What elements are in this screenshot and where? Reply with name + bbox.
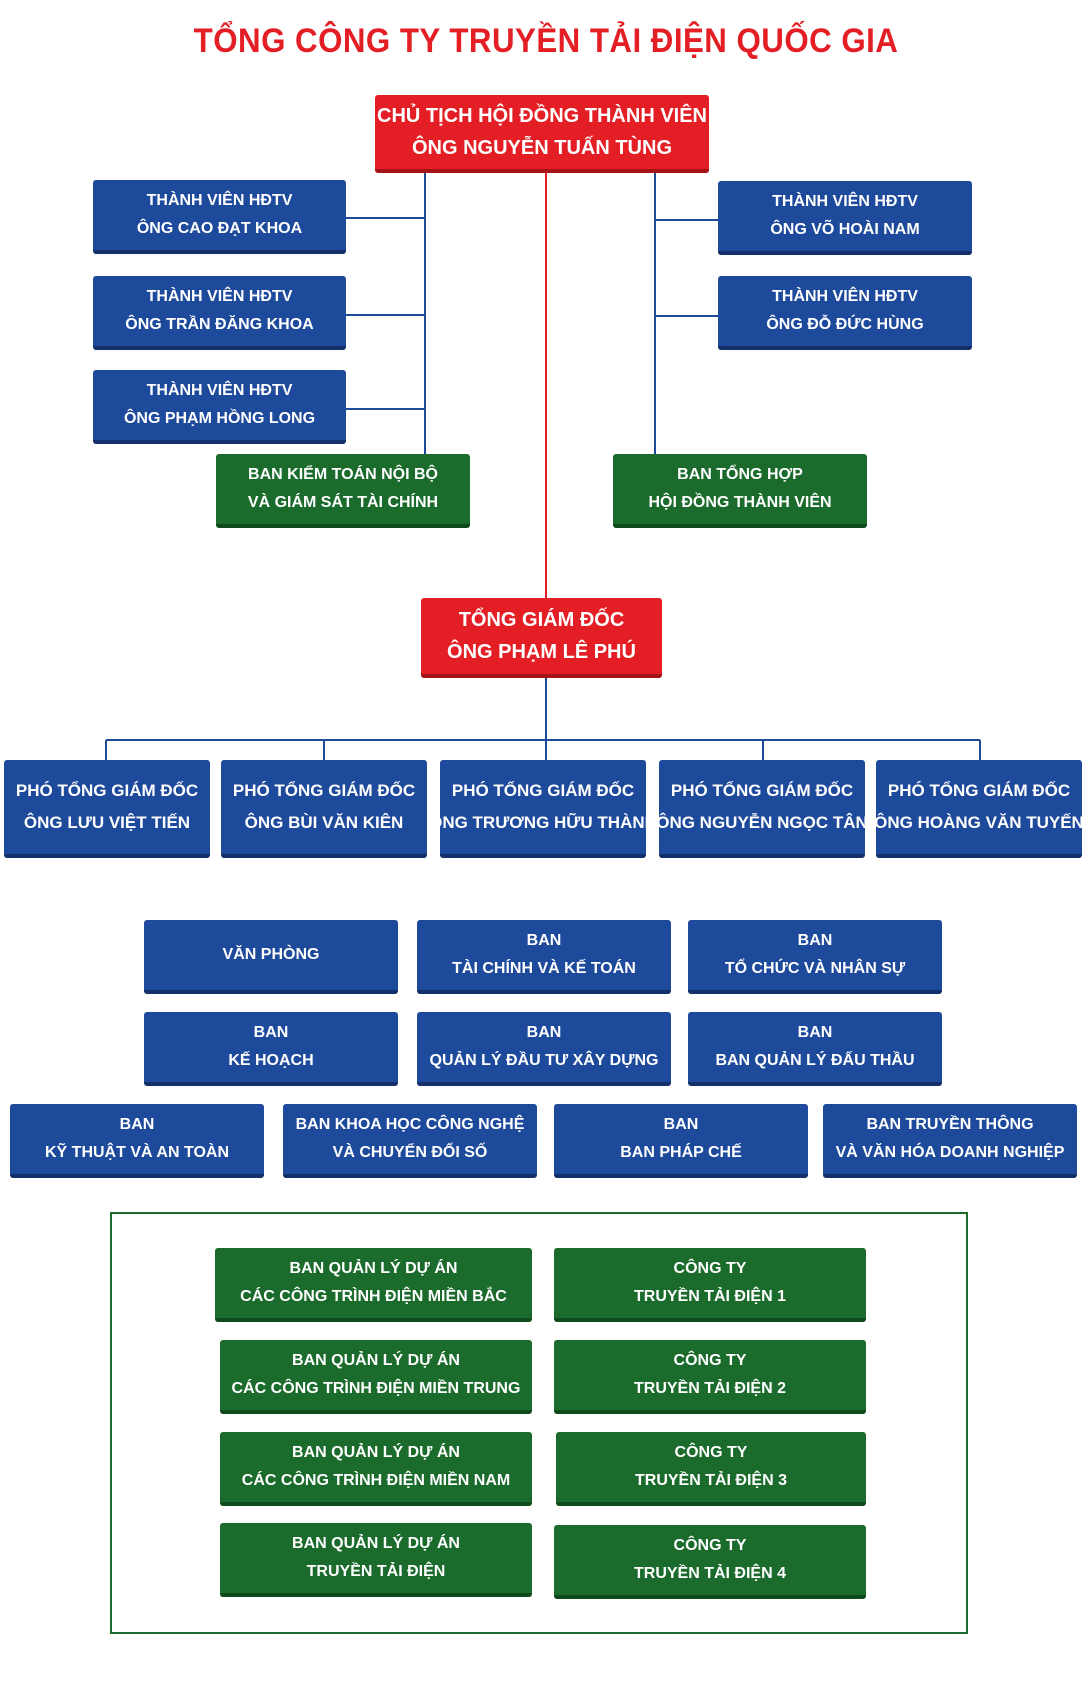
project-unit-box: BAN QUẢN LÝ DỰ ÁN TRUYỀN TẢI ĐIỆN — [220, 1523, 532, 1597]
chart-title: TỔNG CÔNG TY TRUYỀN TẢI ĐIỆN QUỐC GIA — [193, 22, 899, 60]
deputy-box: PHÓ TỔNG GIÁM ĐỐC ÔNG HOÀNG VĂN TUYẾN — [874, 760, 1084, 858]
deputy-name: ÔNG HOÀNG VĂN TUYẾN — [874, 813, 1084, 832]
audit-line1: BAN KIỂM TOÁN NỘI BỘ — [248, 466, 438, 483]
project-unit-box: BAN QUẢN LÝ DỰ ÁN CÁC CÔNG TRÌNH ĐIỆN MI… — [220, 1340, 532, 1414]
board-member-box: THÀNH VIÊN HĐTV ÔNG TRẦN ĐĂNG KHOA — [93, 276, 346, 350]
unit-line1: CÔNG TY — [673, 1537, 747, 1554]
board-member-title: THÀNH VIÊN HĐTV — [772, 193, 918, 210]
board-member-title: THÀNH VIÊN HĐTV — [146, 288, 293, 305]
department-line2: BAN QUẢN LÝ ĐẤU THẦU — [715, 1052, 915, 1069]
deputy-title: PHÓ TỔNG GIÁM ĐỐC — [451, 781, 635, 800]
department-box: BAN TỔ CHỨC VÀ NHÂN SỰ — [688, 920, 942, 994]
project-unit-box: BAN QUẢN LÝ DỰ ÁN CÁC CÔNG TRÌNH ĐIỆN MI… — [220, 1432, 532, 1506]
deputy-name: ÔNG NGUYỄN NGỌC TÂN — [656, 813, 868, 832]
department-box: BAN BAN PHÁP CHẾ — [554, 1104, 808, 1178]
chairman-name: ÔNG NGUYỄN TUẤN TÙNG — [412, 137, 672, 159]
department-line1: VĂN PHÒNG — [222, 946, 320, 963]
ceo-name: ÔNG PHẠM LÊ PHÚ — [447, 641, 636, 663]
board-member-title: THÀNH VIÊN HĐTV — [772, 288, 918, 305]
company-box: CÔNG TY TRUYỀN TẢI ĐIỆN 1 — [554, 1248, 866, 1322]
unit-line2: CÁC CÔNG TRÌNH ĐIỆN MIỀN BẮC — [240, 1288, 507, 1305]
deputy-title: PHÓ TỔNG GIÁM ĐỐC — [670, 781, 854, 800]
project-unit-box: BAN QUẢN LÝ DỰ ÁN CÁC CÔNG TRÌNH ĐIỆN MI… — [215, 1248, 532, 1322]
unit-line2: TRUYỀN TẢI ĐIỆN 2 — [633, 1380, 786, 1397]
deputy-title: PHÓ TỔNG GIÁM ĐỐC — [887, 781, 1071, 800]
unit-line1: BAN QUẢN LÝ DỰ ÁN — [289, 1260, 458, 1277]
units-frame — [110, 1212, 968, 1634]
department-line1: BAN — [119, 1116, 155, 1133]
unit-line2: CÁC CÔNG TRÌNH ĐIỆN MIỀN NAM — [241, 1472, 511, 1489]
board-member-box: THÀNH VIÊN HĐTV ÔNG CAO ĐẠT KHOA — [93, 180, 346, 254]
unit-line1: BAN QUẢN LÝ DỰ ÁN — [292, 1444, 460, 1461]
department-line1: BAN — [526, 932, 562, 949]
unit-line2: CÁC CÔNG TRÌNH ĐIỆN MIỀN TRUNG — [231, 1380, 521, 1397]
ceo-title: TỔNG GIÁM ĐỐC — [458, 609, 625, 631]
board-member-name: ÔNG TRẦN ĐĂNG KHOA — [125, 316, 314, 333]
company-box: CÔNG TY TRUYỀN TẢI ĐIỆN 4 — [554, 1525, 866, 1599]
department-line2: VÀ VĂN HÓA DOANH NGHIỆP — [835, 1144, 1065, 1161]
unit-line2: TRUYỀN TẢI ĐIỆN 3 — [634, 1472, 787, 1489]
department-box: BAN TÀI CHÍNH VÀ KẾ TOÁN — [417, 920, 671, 994]
board-member-name: ÔNG ĐỖ ĐỨC HÙNG — [766, 316, 924, 333]
department-line1: BAN — [526, 1024, 562, 1041]
department-line1: BAN — [797, 1024, 833, 1041]
department-box: BAN KẾ HOẠCH — [144, 1012, 398, 1086]
board-office-box: BAN TỔNG HỢP HỘI ĐỒNG THÀNH VIÊN — [613, 454, 867, 528]
board-member-box: THÀNH VIÊN HĐTV ÔNG VÕ HOÀI NAM — [718, 181, 972, 255]
department-box: BAN TRUYỀN THÔNG VÀ VĂN HÓA DOANH NGHIỆP — [823, 1104, 1077, 1178]
department-line2: VÀ CHUYỂN ĐỔI SỐ — [332, 1144, 488, 1161]
department-box: BAN KHOA HỌC CÔNG NGHỆ VÀ CHUYỂN ĐỔI SỐ — [283, 1104, 537, 1178]
department-line1: BAN TRUYỀN THÔNG — [866, 1116, 1034, 1133]
unit-line2: TRUYỀN TẢI ĐIỆN 4 — [633, 1565, 786, 1582]
deputy-box: PHÓ TỔNG GIÁM ĐỐC ÔNG LƯU VIỆT TIẾN — [4, 760, 210, 858]
audit-line2: VÀ GIÁM SÁT TÀI CHÍNH — [247, 494, 439, 511]
board-member-name: ÔNG VÕ HOÀI NAM — [770, 221, 920, 238]
unit-line1: CÔNG TY — [674, 1444, 748, 1461]
unit-line2: TRUYỀN TẢI ĐIỆN 1 — [633, 1288, 786, 1305]
unit-line1: BAN QUẢN LÝ DỰ ÁN — [292, 1352, 460, 1369]
unit-line1: CÔNG TY — [673, 1352, 747, 1369]
deputy-name: ÔNG BÙI VĂN KIÊN — [244, 813, 404, 832]
ceo-box: TỔNG GIÁM ĐỐC ÔNG PHẠM LÊ PHÚ — [421, 598, 662, 678]
department-line1: BAN KHOA HỌC CÔNG NGHỆ — [295, 1116, 525, 1133]
company-box: CÔNG TY TRUYỀN TẢI ĐIỆN 3 — [556, 1432, 866, 1506]
deputy-box: PHÓ TỔNG GIÁM ĐỐC ÔNG NGUYỄN NGỌC TÂN — [656, 760, 868, 858]
department-box: BAN QUẢN LÝ ĐẦU TƯ XÂY DỰNG — [417, 1012, 671, 1086]
board-office-line2: HỘI ĐỒNG THÀNH VIÊN — [648, 494, 832, 511]
department-line2: QUẢN LÝ ĐẦU TƯ XÂY DỰNG — [429, 1052, 659, 1069]
deputy-title: PHÓ TỔNG GIÁM ĐỐC — [232, 781, 416, 800]
board-member-name: ÔNG CAO ĐẠT KHOA — [136, 220, 303, 237]
chairman-box: CHỦ TỊCH HỘI ĐỒNG THÀNH VIÊN ÔNG NGUYỄN … — [375, 95, 709, 173]
company-box: CÔNG TY TRUYỀN TẢI ĐIỆN 2 — [554, 1340, 866, 1414]
board-member-title: THÀNH VIÊN HĐTV — [146, 192, 293, 209]
board-office-line1: BAN TỔNG HỢP — [677, 466, 803, 483]
audit-box: BAN KIỂM TOÁN NỘI BỘ VÀ GIÁM SÁT TÀI CHÍ… — [216, 454, 470, 528]
department-line2: TỔ CHỨC VÀ NHÂN SỰ — [724, 960, 906, 977]
department-line2: TÀI CHÍNH VÀ KẾ TOÁN — [452, 960, 636, 977]
unit-line1: BAN QUẢN LÝ DỰ ÁN — [292, 1535, 460, 1552]
department-box: BAN BAN QUẢN LÝ ĐẤU THẦU — [688, 1012, 942, 1086]
department-line2: KẾ HOẠCH — [228, 1052, 314, 1069]
board-member-name: ÔNG PHẠM HỒNG LONG — [123, 410, 316, 427]
unit-line1: CÔNG TY — [673, 1260, 747, 1277]
department-line1: BAN — [797, 932, 833, 949]
deputy-box: PHÓ TỔNG GIÁM ĐỐC ÔNG BÙI VĂN KIÊN — [221, 760, 427, 858]
board-member-box: THÀNH VIÊN HĐTV ÔNG ĐỖ ĐỨC HÙNG — [718, 276, 972, 350]
department-line2: KỸ THUẬT VÀ AN TOÀN — [45, 1144, 229, 1161]
deputy-title: PHÓ TỔNG GIÁM ĐỐC — [15, 781, 199, 800]
department-box: VĂN PHÒNG — [144, 920, 398, 994]
chairman-title: CHỦ TỊCH HỘI ĐỒNG THÀNH VIÊN — [377, 105, 707, 127]
board-member-box: THÀNH VIÊN HĐTV ÔNG PHẠM HỒNG LONG — [93, 370, 346, 444]
department-line2: BAN PHÁP CHẾ — [620, 1144, 742, 1161]
unit-line2: TRUYỀN TẢI ĐIỆN — [306, 1563, 446, 1580]
deputy-name: ÔNG LƯU VIỆT TIẾN — [23, 813, 191, 832]
deputy-name: ÔNG TRƯƠNG HỮU THÀNH — [429, 813, 657, 832]
department-line1: BAN — [253, 1024, 289, 1041]
deputy-box: PHÓ TỔNG GIÁM ĐỐC ÔNG TRƯƠNG HỮU THÀNH — [429, 760, 657, 858]
department-line1: BAN — [663, 1116, 699, 1133]
board-member-title: THÀNH VIÊN HĐTV — [146, 382, 293, 399]
department-box: BAN KỸ THUẬT VÀ AN TOÀN — [10, 1104, 264, 1178]
